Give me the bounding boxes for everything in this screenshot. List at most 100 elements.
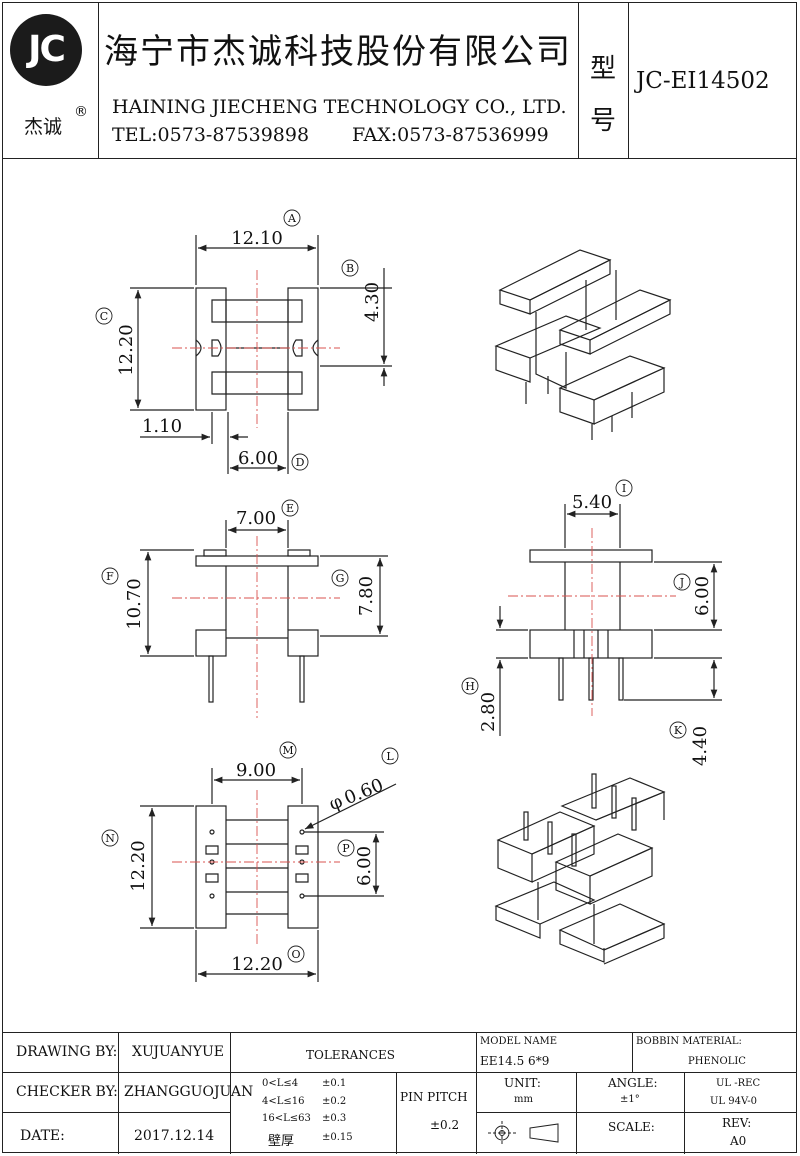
dim-a-text: 12.10: [231, 228, 283, 249]
center-lines: [172, 270, 676, 946]
dim-n-text: 12.20: [128, 840, 149, 892]
tol-range-1: 0<L≤4: [262, 1078, 299, 1089]
tol-value-4: ±0.15: [322, 1132, 353, 1143]
date-label: DATE:: [20, 1128, 65, 1144]
projection-symbol: [488, 1121, 559, 1145]
footer-row-line-2: [2, 1112, 230, 1113]
logo-letters: JC: [28, 29, 66, 70]
dim-p-text: 6.00: [354, 846, 375, 886]
callout-letter-m: M: [282, 744, 293, 757]
isometric-view-top: [494, 249, 672, 440]
model-label-2: 号: [590, 106, 617, 136]
ul-rec: UL -REC: [716, 1078, 761, 1089]
tol-value-2: ±0.2: [322, 1096, 347, 1107]
callout-circle-j: [673, 573, 691, 591]
ul-94v0: UL 94V-0: [710, 1096, 758, 1107]
footer-top-border: [2, 1032, 797, 1033]
callout-circle-c: [95, 307, 113, 325]
footer-row-line-1: [2, 1072, 230, 1073]
company-fax: FAX:0573-87536999: [352, 124, 549, 146]
dim-i-text: 5.40: [572, 492, 612, 513]
dim-d-text: 6.00: [238, 448, 278, 469]
drawing-by-label: DRAWING BY:: [16, 1044, 118, 1060]
dim-l-text: 0.60: [341, 775, 386, 809]
callout-circle-g: [331, 569, 349, 587]
unit-value: mm: [514, 1094, 533, 1105]
dim-o-text: 12.20: [231, 954, 283, 975]
callout-circle-a: [283, 209, 301, 227]
drawing-by-value: XUJUANYUE: [132, 1044, 224, 1060]
callout-circle-o: [287, 945, 305, 963]
footer-col-5: [632, 1032, 633, 1072]
footer-row-line-3: [476, 1072, 796, 1073]
callout-circle-d: [291, 453, 309, 471]
footer-col-3: [396, 1072, 397, 1154]
footer-col-4: [476, 1032, 477, 1154]
dim-b-text: 4.30: [362, 282, 383, 322]
scale-label: SCALE:: [608, 1120, 655, 1134]
callout-letter-k: K: [674, 724, 683, 737]
date-value: 2017.12.14: [134, 1128, 215, 1144]
footer-col-6: [576, 1072, 577, 1154]
footer-col-7: [684, 1072, 685, 1154]
footer-row-line-4: [476, 1112, 796, 1113]
callout-letter-j: J: [679, 576, 684, 589]
model-number: JC-EI14502: [636, 68, 770, 94]
bobbin-material-label: BOBBIN MATERIAL:: [636, 1036, 742, 1047]
tol-range-3: 16<L≤63: [262, 1113, 311, 1124]
company-name-en: HAINING JIECHENG TECHNOLOGY CO., LTD.: [112, 96, 567, 118]
dim-side-text: 1.10: [142, 416, 182, 437]
angle-value: ±1°: [620, 1094, 640, 1105]
footer-tol-divider: [230, 1072, 476, 1073]
tol-value-3: ±0.3: [322, 1113, 347, 1124]
callout-letter-p: P: [342, 842, 350, 855]
isometric-view-bottom: [494, 773, 666, 965]
model-name-value: EE14.5 6*9: [480, 1054, 550, 1068]
callout-circle-l: [381, 747, 399, 765]
bobbin-material-value: PHENOLIC: [688, 1056, 746, 1067]
callout-circle-b: [341, 259, 359, 277]
dim-c-text: 12.20: [116, 324, 137, 376]
tolerances-label: TOLERANCES: [306, 1048, 395, 1062]
footer-col-1: [118, 1032, 119, 1154]
callout-circle-k: [669, 721, 687, 739]
tol-value-1: ±0.1: [322, 1078, 347, 1089]
callout-circle-n: [101, 829, 119, 847]
header-divider-2: [578, 2, 579, 158]
checker-by-label: CHECKER BY:: [16, 1084, 118, 1100]
tol-range-2: 4<L≤16: [262, 1096, 305, 1107]
callout-letter-a: A: [287, 212, 297, 225]
company-logo: JC: [10, 14, 82, 86]
callout-letter-e: E: [286, 502, 294, 515]
callout-circle-m: [279, 741, 297, 759]
dim-h-text: 2.80: [478, 692, 499, 732]
dim-e-text: 7.00: [236, 508, 276, 529]
top-view: [130, 235, 392, 474]
callout-letter-g: G: [336, 572, 345, 585]
dim-j-text: 6.00: [692, 576, 713, 616]
logo-caption: 杰诚: [24, 116, 63, 138]
tol-range-4: 壁厚: [268, 1134, 295, 1149]
registered-mark: ®: [74, 104, 88, 120]
dim-f-text: 10.70: [124, 578, 145, 630]
company-name-cn: 海宁市杰诚科技股份有限公司: [104, 32, 572, 72]
callout-circle-i: [615, 479, 633, 497]
model-label-1: 型: [590, 54, 617, 84]
dim-g-text: 7.80: [356, 576, 377, 616]
angle-label: ANGLE:: [608, 1076, 658, 1090]
company-tel: TEL:0573-87539898: [112, 124, 310, 146]
side-view: [496, 504, 722, 736]
callout-circle-f: [101, 567, 119, 585]
pin-pitch-value: ±0.2: [430, 1118, 460, 1132]
header-divider-3: [628, 2, 629, 158]
unit-label: UNIT:: [504, 1076, 541, 1090]
callout-letter-l: L: [386, 750, 394, 763]
dim-k-text: 4.40: [690, 726, 711, 766]
rev-label: REV:: [722, 1116, 752, 1130]
callout-letter-f: F: [106, 570, 114, 583]
pin-pitch-label: PIN PITCH: [400, 1090, 468, 1104]
checker-by-value: ZHANGGUOJUAN: [124, 1084, 254, 1100]
